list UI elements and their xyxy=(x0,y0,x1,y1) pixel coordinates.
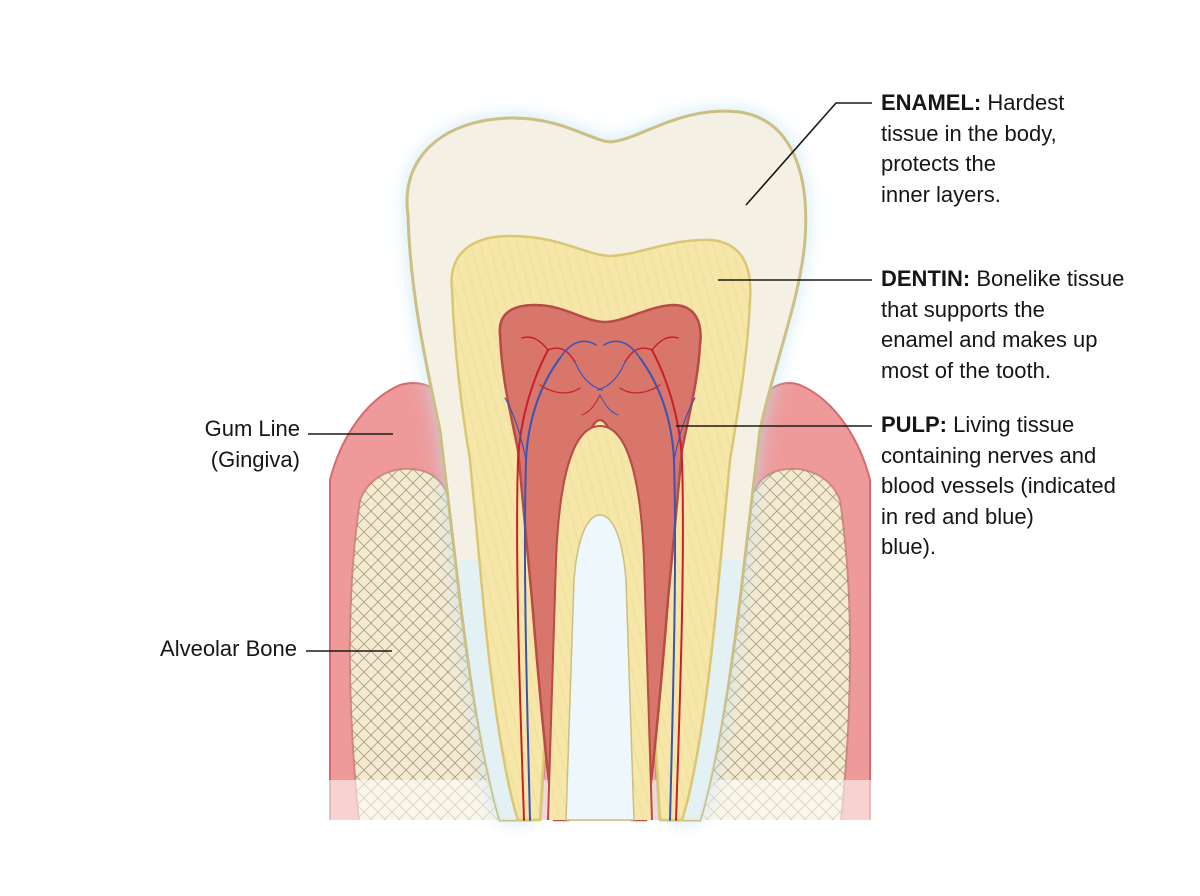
pulp-desc-line-2: containing nerves and xyxy=(881,442,1097,468)
enamel-leader-line xyxy=(745,102,872,206)
enamel-desc-line-3: protects the xyxy=(881,151,996,176)
enamel-desc-line-4: inner layers. xyxy=(881,181,1001,207)
dentin-desc-line-3: enamel and makes up xyxy=(881,327,1098,352)
alveolar-bone-label: Alveolar Bone xyxy=(90,634,297,665)
dentin-label: DENTIN: Bonelike tissue that supports th… xyxy=(881,264,1191,386)
dentin-desc-line-1: Bonelike tissue xyxy=(970,266,1125,291)
enamel-desc-line-1: Hardest xyxy=(981,90,1065,115)
gum-line-label: Gum Line (Gingiva) xyxy=(150,414,300,475)
dentin-desc-line-2: that supports the xyxy=(881,296,1045,322)
pulp-label: PULP: Living tissue containing nerves an… xyxy=(881,410,1191,563)
pulp-desc-line-1: Living tissue xyxy=(947,412,1075,437)
blood-vessels xyxy=(504,336,696,821)
enamel-desc-line-2: tissue in the body, xyxy=(881,120,1057,146)
dentin-desc-line-4: most of the tooth. xyxy=(881,357,1051,383)
bone-label-line-1: Alveolar Bone xyxy=(160,636,297,661)
pulp-term: PULP: xyxy=(881,412,947,437)
gum-label-line-1: Gum Line xyxy=(204,416,300,441)
gum-label-line-2: (Gingiva) xyxy=(210,446,300,472)
leader-lines xyxy=(306,102,872,652)
enamel-label: ENAMEL: Hardest tissue in the body, prot… xyxy=(881,88,1181,210)
pulp-desc-line-3: blood vessels (indicated xyxy=(881,473,1116,498)
enamel-term: ENAMEL: xyxy=(881,90,982,115)
tooth xyxy=(405,109,808,822)
pulp-desc-line-4: in red and blue) xyxy=(881,503,1034,529)
dentin-term: DENTIN: xyxy=(881,266,971,291)
pulp-desc-line-5: blue). xyxy=(881,534,937,559)
